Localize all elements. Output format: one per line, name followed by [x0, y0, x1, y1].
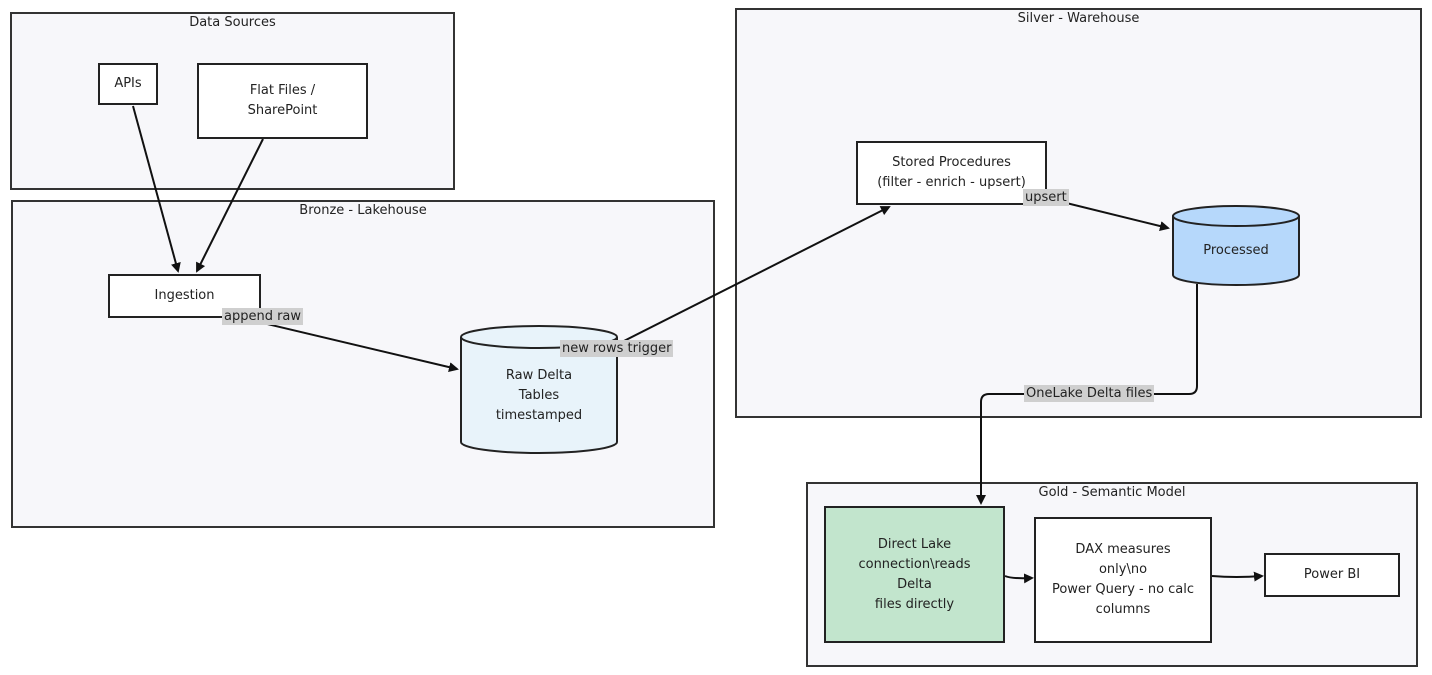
node-direct-lake[interactable]: Direct Lake connection\reads Delta files… — [824, 506, 1005, 643]
edge-apis-to-ingestion — [132, 105, 181, 273]
cluster-title-data-sources: Data Sources — [189, 15, 276, 30]
raw-delta-line-1: Raw Delta — [505, 368, 573, 383]
node-raw-delta-tables[interactable]: Raw Delta Tables timestamped — [461, 350, 617, 442]
edge-label-new-rows-trigger: new rows trigger — [560, 340, 674, 357]
edge-dax-to-powerbi — [1211, 571, 1264, 582]
raw-delta-line-3: timestamped — [495, 408, 583, 423]
node-flat-files-line-2: SharePoint — [247, 103, 318, 118]
direct-lake-line-2: connection\reads — [858, 556, 971, 572]
cluster-title-gold: Gold - Semantic Model — [1038, 485, 1186, 500]
node-dax-measures[interactable]: DAX measures only\no Power Query - no ca… — [1034, 517, 1212, 643]
node-processed[interactable]: Processed — [1173, 226, 1299, 276]
dax-line-2: only\no — [1098, 562, 1148, 577]
edge-raw-to-procedures — [617, 206, 891, 345]
cluster-title-silver: Silver - Warehouse — [1017, 11, 1140, 26]
processed-cylinder — [1172, 205, 1300, 286]
edge-label-append-raw: append raw — [222, 308, 304, 325]
node-stored-procedures[interactable]: Stored Procedures (filter - enrich - ups… — [856, 141, 1047, 205]
stored-procedures-line-1: Stored Procedures — [892, 155, 1011, 170]
raw-delta-cylinder — [460, 325, 618, 454]
dax-line-3: Power Query - no calc — [1051, 582, 1195, 597]
node-apis-label: APIs — [114, 76, 142, 91]
direct-lake-line-3: Delta — [897, 576, 932, 592]
node-flat-files-line-1: Flat Files / — [249, 83, 316, 98]
dax-line-4: columns — [1095, 602, 1151, 617]
edge-directlake-to-dax — [1004, 573, 1034, 584]
cluster-silver-warehouse: Silver - Warehouse — [735, 8, 1422, 418]
node-flat-files-sharepoint[interactable]: Flat Files / SharePoint — [197, 63, 368, 139]
power-bi-label: Power BI — [1303, 567, 1361, 582]
edge-label-upsert: upsert — [1023, 189, 1069, 206]
dax-line-1: DAX measures — [1075, 542, 1171, 557]
direct-lake-line-4: files directly — [874, 596, 955, 612]
raw-delta-line-2: Tables — [518, 388, 560, 403]
direct-lake-line-1: Direct Lake — [877, 536, 952, 552]
node-apis[interactable]: APIs — [98, 63, 158, 105]
node-power-bi[interactable]: Power BI — [1264, 553, 1400, 597]
node-ingestion-label: Ingestion — [154, 288, 215, 303]
cluster-title-bronze: Bronze - Lakehouse — [299, 203, 427, 218]
stored-procedures-line-2: (filter - enrich - upsert) — [877, 175, 1026, 190]
edge-ingestion-to-raw — [245, 318, 459, 373]
edge-flatfiles-to-ingestion — [196, 138, 264, 273]
processed-label: Processed — [1203, 243, 1269, 258]
edge-label-onelake-delta-files: OneLake Delta files — [1024, 385, 1155, 402]
